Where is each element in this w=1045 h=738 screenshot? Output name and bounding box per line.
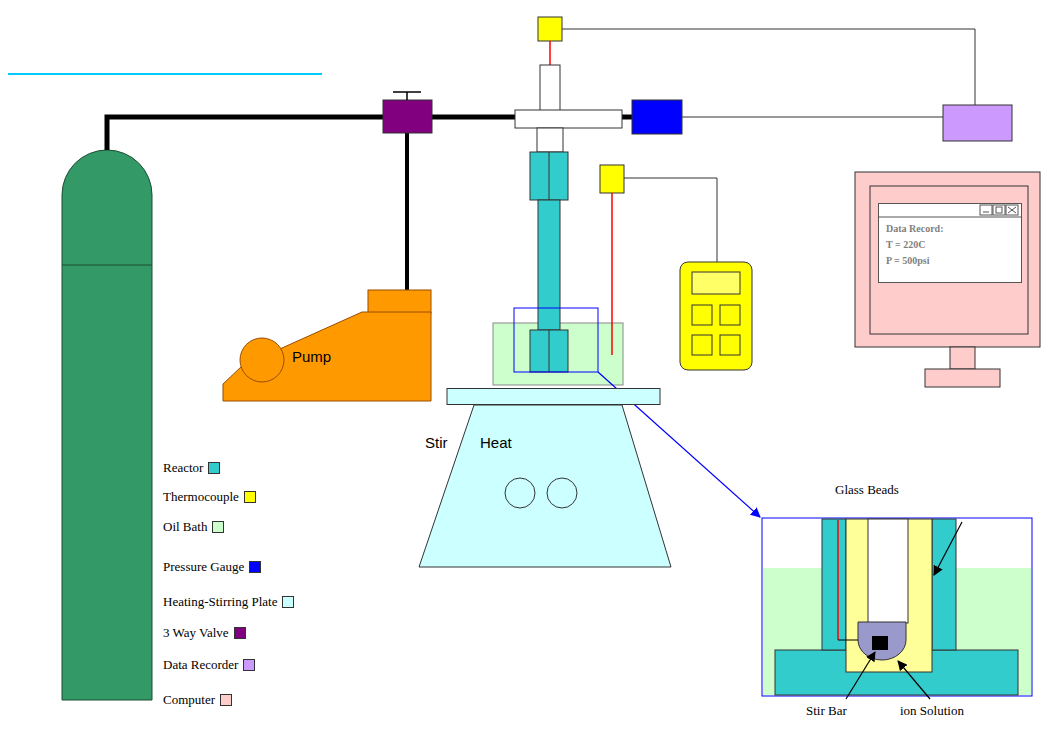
reactor-body: [530, 330, 568, 372]
node-text: Stir: [425, 434, 448, 452]
fitting: [515, 110, 622, 128]
legend-swatch: [220, 694, 232, 706]
legend-row: Data Recorder: [163, 657, 255, 673]
screen-window: Data Record: T = 220C P = 500psi: [878, 203, 1022, 283]
legend-row: Computer: [163, 692, 232, 708]
reactor-seam: [549, 152, 550, 200]
meter-button: [720, 335, 740, 355]
thermocouple-probe: [549, 41, 551, 66]
zoom-frame: [514, 308, 598, 372]
pressure-gauge: [632, 100, 682, 134]
legend-row: Oil Bath: [163, 519, 224, 535]
meter-button: [692, 335, 712, 355]
node-text: Pump: [292, 348, 331, 366]
reactor-tube: [538, 200, 560, 330]
part-label: ion Solution: [900, 703, 964, 719]
data-recorder: [943, 105, 1012, 141]
meter-button: [692, 305, 712, 325]
top-rule: [8, 73, 322, 75]
inset-thermocouple: [837, 520, 839, 640]
three-way-valve: [383, 100, 432, 133]
heating-stirring-plate-outline: [418, 388, 672, 568]
temperature-meter: [680, 262, 752, 370]
thermocouple-head: [538, 17, 562, 41]
meter-button: [720, 305, 740, 325]
legend-text: Reactor: [163, 460, 203, 476]
part-label: Glass Beads: [835, 482, 899, 498]
part-label: Stir Bar: [806, 703, 847, 719]
node-text: P = 500psi: [886, 255, 930, 267]
leader-line: [898, 661, 930, 699]
legend-swatch: [212, 521, 224, 533]
monitor-base: [925, 369, 1000, 387]
stir-bar: [872, 636, 888, 650]
pump-outline: [222, 288, 432, 402]
fitting: [537, 128, 563, 152]
cylinder-seam: [62, 265, 152, 266]
ion-solution: [858, 622, 906, 660]
legend-swatch: [244, 491, 256, 503]
pump: Pump: [222, 288, 432, 402]
legend-swatch: [249, 561, 261, 573]
node-text: Data Record:: [886, 223, 943, 235]
monitor-neck: [950, 347, 975, 369]
monitor-screen: [870, 186, 1028, 334]
fitting: [540, 65, 560, 112]
inset-reactor-wall: [822, 519, 846, 650]
legend-text: Thermocouple: [163, 489, 239, 505]
signal-wire: [975, 29, 976, 105]
legend-text: 3 Way Valve: [163, 625, 229, 641]
pump-line: [405, 133, 409, 292]
legend-swatch: [234, 627, 246, 639]
legend-row: Thermocouple: [163, 489, 256, 505]
reactor-cap: [530, 152, 568, 200]
node-text: Heat: [480, 434, 512, 452]
oil-bath: [493, 323, 623, 385]
monitor-frame: [855, 172, 1040, 347]
leader-line: [934, 522, 962, 575]
thermocouple-head: [600, 165, 624, 193]
glass-beads: [846, 519, 932, 672]
leader-line: [846, 652, 875, 699]
reactor-seam: [549, 330, 550, 372]
signal-wire: [682, 117, 943, 118]
legend-text: Heating-Stirring Plate: [163, 594, 277, 610]
legend-swatch: [208, 462, 220, 474]
valve-handle: [393, 91, 421, 93]
inset-thermocouple: [838, 640, 858, 641]
inset-channel: [868, 519, 908, 623]
legend-row: Pressure Gauge: [163, 559, 261, 575]
legend-text: Oil Bath: [163, 519, 207, 535]
legend-row: Reactor: [163, 460, 220, 476]
legend-text: Pressure Gauge: [163, 559, 244, 575]
legend-text: Computer: [163, 692, 215, 708]
thermocouple-probe: [611, 193, 613, 355]
legend-swatch: [243, 659, 255, 671]
gas-cylinder: [62, 150, 152, 700]
inset-frame: [762, 518, 1032, 696]
meter-display: [692, 272, 740, 294]
inset-reactor-wall: [932, 519, 956, 650]
signal-wire: [717, 178, 718, 262]
heating-stirring-plate: Stir Heat: [418, 388, 672, 568]
signal-wire: [624, 178, 717, 179]
legend-row: Heating-Stirring Plate: [163, 594, 294, 610]
valve-stem: [406, 92, 408, 100]
legend-text: Data Recorder: [163, 657, 238, 673]
node-text: T = 220C: [886, 239, 925, 251]
signal-wire: [562, 29, 975, 30]
legend-row: 3 Way Valve: [163, 625, 246, 641]
legend-swatch: [282, 596, 294, 608]
